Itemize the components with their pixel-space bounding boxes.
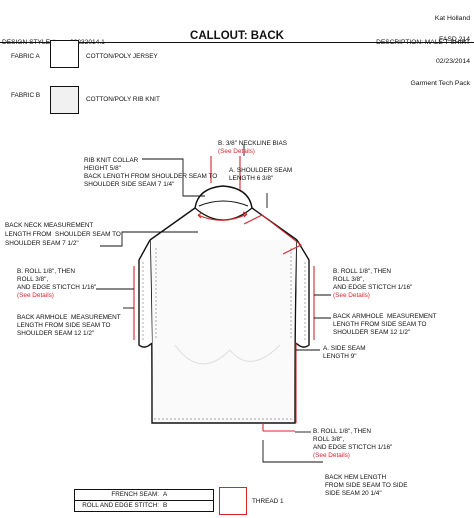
shoulder-seam-title: A. SHOULDER SEAM [229,167,293,174]
doc-date: 02/23/2014 [435,58,470,66]
roll-right-line1: B. ROLL 1/8", THEN [333,268,392,275]
armhole-left-line1: BACK ARMHOLE MEASUREMENT [17,314,121,321]
fabric-b-name: COTTON/POLY RIB KNIT [86,96,160,103]
hem-roll-line1: B. ROLL 1/8", THEN [313,428,372,435]
thread-swatch [219,487,247,515]
neckline-bias-title: B. 3/8" NECKLINE BIAS [218,140,288,147]
legend-label: FRENCH SEAM: [111,491,159,498]
legend-value: A [163,491,168,498]
rib-collar-line4: SHOULDER SIDE SEAM 7 1/4" [84,181,175,188]
armhole-right-line3: SHOULDER SEAM 12 1/2" [333,329,411,336]
hem-length-line2: FROM SIDE SEAM TO SIDE [325,482,408,489]
legend-row-roll-edge: ROLL AND EDGE STITCH: B [75,501,213,511]
back-neck-line3: SHOULDER SEAM 7 1/2" [5,240,79,247]
side-seam-length: LENGTH 9" [323,353,357,360]
header-rule [0,42,474,43]
doc-type: Garment Tech Pack [410,80,470,88]
page-title: CALLOUT: BACK [190,30,284,42]
armhole-left-line2: LENGTH FROM SIDE SEAM TO [17,322,111,329]
roll-left-details: (See Details) [17,292,54,299]
roll-right-line3: AND EDGE STICTCH 1/16" [333,284,413,291]
roll-right-line2: ROLL 3/8", [333,276,365,283]
legend-label: ROLL AND EDGE STITCH: [82,502,159,509]
rib-collar-line3: BACK LENGTH FROM SHOULDER SEAM TO [84,173,218,180]
roll-left-line1: B. ROLL 1/8", THEN [17,268,76,275]
stitch-legend-table: FRENCH SEAM: A ROLL AND EDGE STITCH: B [74,489,214,512]
armhole-right-line1: BACK ARMHOLE MEASUREMENT [333,313,437,320]
shirt-body [149,239,298,424]
hem-roll-line2: ROLL 3/8", [313,436,345,443]
fabric-a-name: COTTON/POLY JERSEY [86,53,158,60]
header-info: Kat Holland FASD 214 02/23/2014 Garment … [410,0,470,95]
left-sleeve [138,239,153,348]
fabric-a-swatch [50,40,79,68]
hem-roll-line3: AND EDGE STICTCH 1/16" [313,444,393,451]
fabric-b-label: FABRIC B [11,92,41,99]
right-sleeve [295,239,310,348]
author-name: Kat Holland [434,14,470,22]
fabric-a-label: FABRIC A [11,53,40,60]
armhole-right-line2: LENGTH FROM SIDE SEAM TO [333,321,427,328]
back-neck-line2: LENGTH FROM SHOULDER SEAM TO [5,231,121,238]
roll-left-line2: ROLL 3/8", [17,276,49,283]
rib-collar-line2: HEIGHT 5/8" [84,165,121,172]
neckline-bias-details: (See Details) [218,148,255,155]
side-seam-title: A. SIDE SEAM [323,345,366,352]
hem-length-line3: SIDE SEAM 20 1/4" [325,490,382,497]
hem-roll-details: (See Details) [313,452,350,459]
legend-row-french-seam: FRENCH SEAM: A [75,490,213,501]
roll-right-details: (See Details) [333,292,370,299]
hem-length-line1: BACK HEM LENGTH [325,474,387,481]
fabric-b-swatch [50,86,79,114]
rib-collar-line1: RIB KNIT COLLAR [84,157,139,164]
legend-value: B [163,502,168,509]
armhole-left-line3: SHOULDER SEAM 12 1/2" [17,330,95,337]
back-neck-line1: BACK NECK MEASUREMENT [5,222,94,229]
shoulder-seam-length: LENGTH 6 3/8" [229,175,274,182]
course-code: FASD 214 [439,36,470,44]
thread-label: THREAD 1 [252,498,284,505]
roll-left-line3: AND EDGE STICTCH 1/16" [17,284,97,291]
